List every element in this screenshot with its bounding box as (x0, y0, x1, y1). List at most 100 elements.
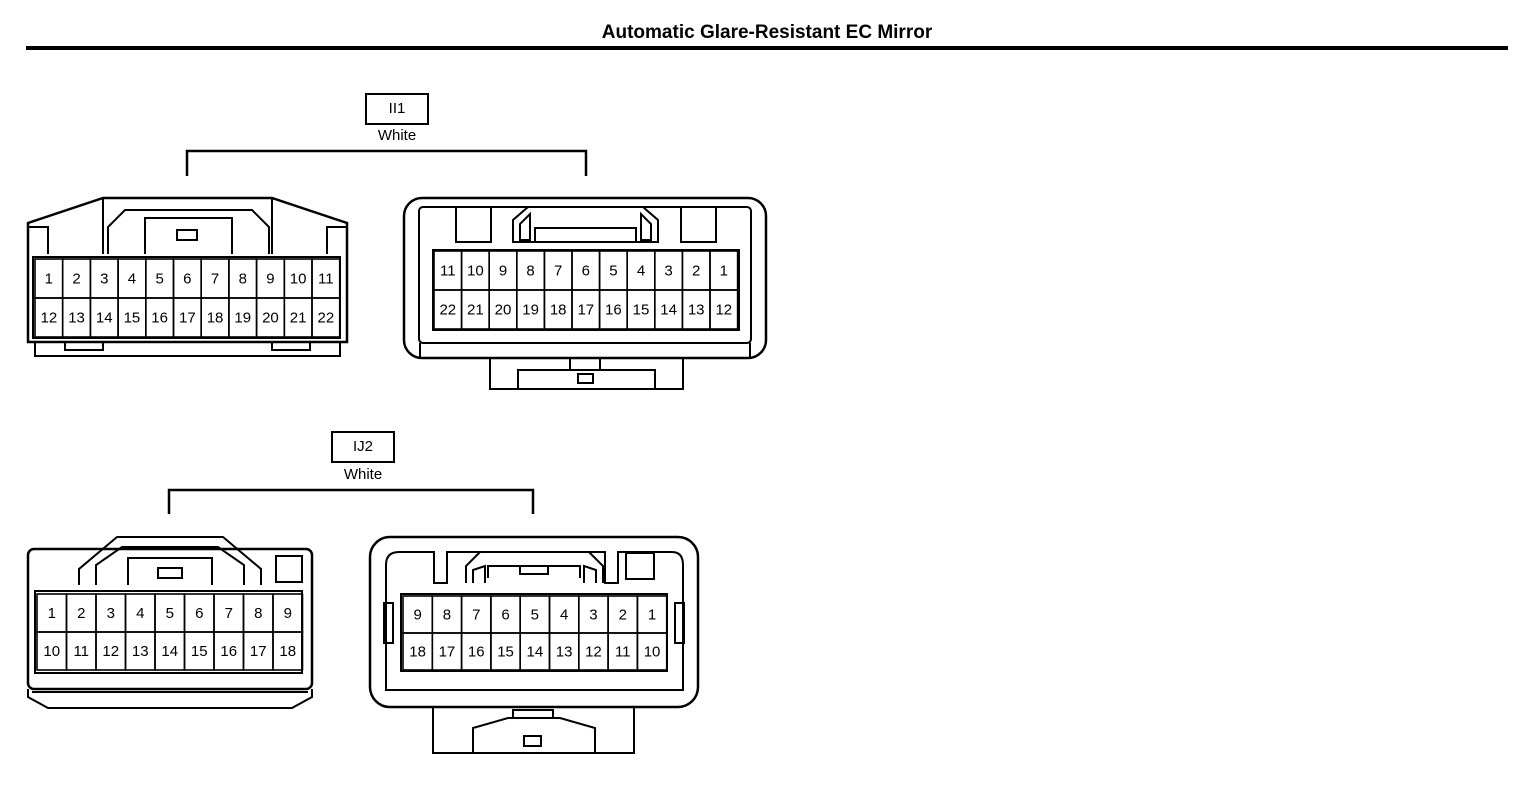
connector-code-ij2: IJ2 (331, 431, 395, 463)
pin-label-ii1-right: 20 (495, 302, 512, 319)
connector-ij2-right-housing (368, 535, 700, 754)
pin-label-ii1-left: 11 (318, 271, 334, 288)
pin-label-ij2-right: 18 (409, 644, 426, 661)
pin-label-ii1-right: 3 (664, 263, 672, 280)
pin-label-ii1-right: 15 (633, 302, 650, 319)
pin-label-ij2-right: 5 (531, 607, 539, 624)
pin-label-ii1-right: 21 (467, 302, 484, 319)
pin-label-ij2-left: 2 (77, 605, 85, 622)
connector-color-ii1: White (377, 127, 417, 144)
pin-label-ij2-left: 14 (161, 643, 178, 660)
pin-label-ij2-left: 8 (254, 605, 262, 622)
pin-label-ij2-right: 11 (615, 644, 631, 661)
pin-label-ij2-left: 4 (136, 605, 144, 622)
pin-cell-ii1-right (709, 289, 739, 330)
pin-label-ij2-right: 7 (472, 607, 480, 624)
pin-label-ij2-left: 10 (43, 643, 60, 660)
pin-label-ij2-left: 3 (107, 605, 115, 622)
pin-cell-ij2-left (272, 631, 304, 671)
bracket-ii1 (185, 149, 588, 176)
pin-label-ii1-right: 8 (526, 263, 534, 280)
pin-label-ii1-left: 7 (211, 271, 219, 288)
pin-label-ii1-right: 9 (499, 263, 507, 280)
pin-label-ii1-left: 20 (262, 310, 279, 327)
pin-label-ii1-right: 12 (715, 302, 732, 319)
pin-label-ii1-left: 16 (151, 310, 168, 327)
pin-label-ij2-right: 15 (497, 644, 514, 661)
pin-label-ii1-right: 5 (609, 263, 617, 280)
pin-label-ii1-left: 14 (96, 310, 113, 327)
pin-label-ii1-left: 22 (318, 310, 335, 327)
pin-label-ij2-right: 14 (527, 644, 544, 661)
pin-label-ii1-right: 10 (467, 263, 484, 280)
pin-label-ii1-left: 1 (45, 271, 53, 288)
pin-label-ii1-right: 2 (692, 263, 700, 280)
pin-label-ii1-left: 19 (234, 310, 251, 327)
pin-label-ij2-left: 1 (48, 605, 56, 622)
pin-label-ij2-left: 12 (102, 643, 119, 660)
pin-label-ii1-left: 2 (72, 271, 80, 288)
pin-label-ii1-right: 17 (577, 302, 594, 319)
pin-label-ii1-right: 22 (439, 302, 456, 319)
pin-label-ii1-left: 6 (183, 271, 191, 288)
connector-ii1-right-housing (402, 196, 768, 390)
bracket-ij2 (167, 488, 535, 514)
connector-code-ii1: II1 (365, 93, 429, 125)
title-rule (26, 46, 1508, 50)
pin-label-ij2-left: 7 (225, 605, 233, 622)
pin-label-ij2-right: 1 (648, 607, 656, 624)
pin-label-ij2-right: 9 (413, 607, 421, 624)
pin-label-ii1-left: 9 (266, 271, 274, 288)
pin-label-ij2-left: 16 (220, 643, 237, 660)
pin-label-ii1-right: 19 (522, 302, 539, 319)
pin-label-ii1-left: 5 (155, 271, 163, 288)
pin-label-ii1-left: 18 (207, 310, 224, 327)
pin-label-ij2-left: 5 (166, 605, 174, 622)
pin-label-ij2-right: 13 (556, 644, 573, 661)
pin-label-ii1-right: 16 (605, 302, 622, 319)
pin-label-ii1-left: 3 (100, 271, 108, 288)
pin-label-ii1-right: 7 (554, 263, 562, 280)
pin-label-ij2-left: 11 (73, 643, 89, 660)
pin-label-ij2-right: 6 (501, 607, 509, 624)
pin-label-ii1-left: 10 (290, 271, 307, 288)
pin-label-ij2-right: 10 (644, 644, 661, 661)
connector-ij2-left-housing (26, 536, 314, 709)
pin-label-ii1-right: 11 (440, 263, 456, 280)
pin-label-ij2-right: 16 (468, 644, 485, 661)
pin-label-ii1-left: 15 (124, 310, 141, 327)
pins-ij2-right: 9 8 7 6 5 4 3 2 1 18 17 16 15 14 13 12 11 10 (402, 595, 668, 671)
pin-label-ij2-left: 13 (132, 643, 149, 660)
pin-cell-ij2-right (636, 632, 668, 671)
pin-label-ii1-right: 6 (582, 263, 590, 280)
pin-label-ii1-left: 8 (239, 271, 247, 288)
pin-label-ij2-right: 2 (619, 607, 627, 624)
pin-label-ij2-right: 8 (443, 607, 451, 624)
pin-label-ii1-left: 17 (179, 310, 196, 327)
pin-label-ij2-right: 3 (589, 607, 597, 624)
connector-ii1-left-housing (26, 196, 349, 357)
connector-color-ij2: White (343, 466, 383, 483)
pin-label-ij2-left: 18 (279, 643, 296, 660)
pin-label-ii1-left: 12 (41, 310, 58, 327)
pin-label-ij2-left: 9 (284, 605, 292, 622)
pin-label-ij2-right: 12 (585, 644, 602, 661)
pin-label-ii1-left: 21 (290, 310, 307, 327)
pin-label-ii1-left: 13 (68, 310, 85, 327)
pin-label-ij2-left: 17 (250, 643, 267, 660)
pin-cell-ii1-left (311, 297, 341, 338)
pin-label-ij2-left: 6 (195, 605, 203, 622)
pin-label-ij2-left: 15 (191, 643, 208, 660)
pin-label-ii1-right: 14 (660, 302, 677, 319)
pin-label-ii1-right: 1 (720, 263, 728, 280)
pin-label-ii1-left: 4 (128, 271, 136, 288)
pin-label-ij2-right: 4 (560, 607, 568, 624)
pin-label-ii1-right: 13 (688, 302, 705, 319)
page-title: Automatic Glare-Resistant EC Mirror (601, 22, 933, 43)
pin-label-ii1-right: 18 (550, 302, 567, 319)
pin-label-ij2-right: 17 (439, 644, 456, 661)
